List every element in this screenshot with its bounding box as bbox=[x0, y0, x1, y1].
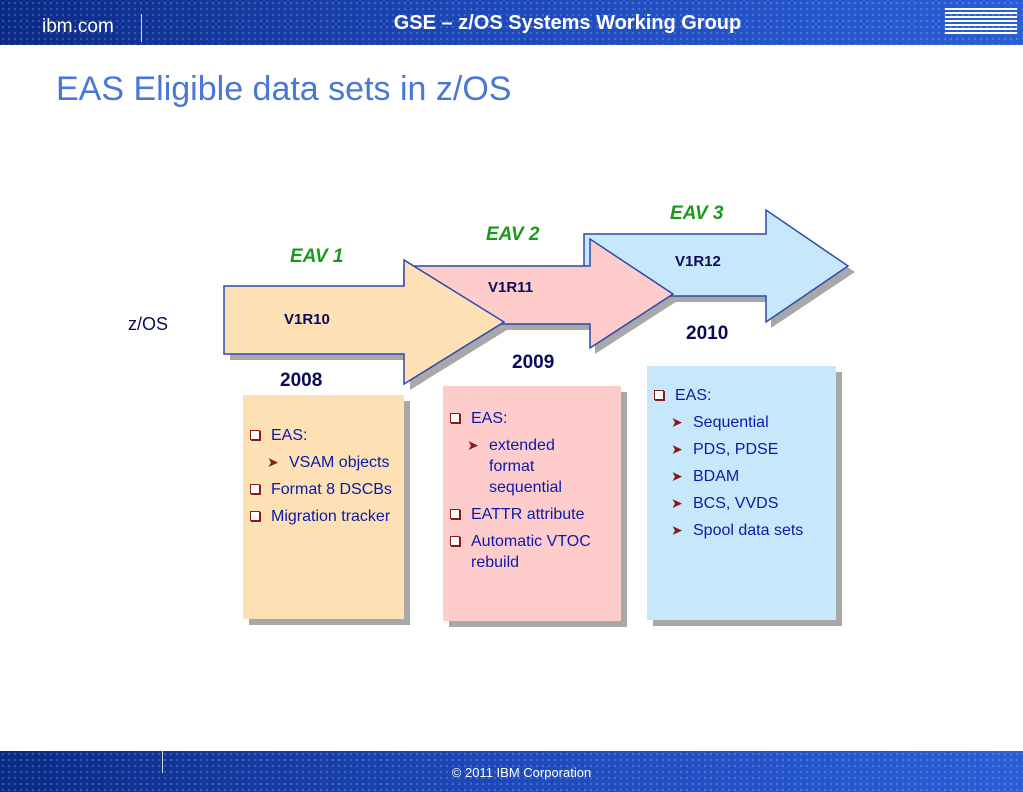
square-bullet-icon bbox=[250, 484, 260, 494]
list-item: Automatic VTOC rebuild bbox=[443, 531, 621, 573]
year-2010: 2010 bbox=[686, 323, 729, 344]
row-label-zos: z/OS bbox=[128, 314, 169, 334]
arrow-bullet-icon: ➤ bbox=[267, 454, 279, 470]
features-box-2010: EAS: ➤ Sequential ➤ PDS, PDSE ➤ BDAM ➤ B… bbox=[647, 366, 836, 620]
release-v1r10: V1R10 bbox=[284, 311, 330, 328]
release-v1r12: V1R12 bbox=[675, 253, 721, 270]
list-item: Migration tracker bbox=[243, 506, 404, 527]
list-subitem-text: Spool data sets bbox=[693, 522, 804, 539]
list-subitem-text: Sequential bbox=[693, 414, 769, 431]
list-item: EAS: bbox=[443, 408, 621, 429]
list-item: EATTR attribute bbox=[443, 504, 621, 525]
arrow-eav1 bbox=[223, 258, 506, 386]
features-list-2010: EAS: ➤ Sequential ➤ PDS, PDSE ➤ BDAM ➤ B… bbox=[647, 366, 836, 541]
footer-texture bbox=[0, 751, 1023, 792]
list-subitem: ➤ Spool data sets bbox=[647, 520, 836, 541]
arrow-bullet-icon: ➤ bbox=[671, 441, 683, 457]
ibm-logo: IBM bbox=[945, 8, 1017, 34]
list-item: Format 8 DSCBs bbox=[243, 479, 404, 500]
square-bullet-icon bbox=[250, 511, 260, 521]
list-item: EAS: bbox=[647, 385, 836, 406]
list-subitem: ➤ PDS, PDSE bbox=[647, 439, 836, 460]
eav3-label: EAV 3 bbox=[670, 203, 724, 224]
header-title: GSE – z/OS Systems Working Group bbox=[393, 12, 742, 34]
list-item-text: Format 8 DSCBs bbox=[271, 481, 392, 498]
eav1-label: EAV 1 bbox=[290, 246, 344, 267]
list-subitem-text: BDAM bbox=[693, 468, 740, 485]
list-subitem-text: extended format sequential bbox=[489, 437, 562, 496]
square-bullet-icon bbox=[450, 509, 460, 519]
arrow-bullet-icon: ➤ bbox=[671, 522, 683, 538]
list-item-text: Automatic VTOC rebuild bbox=[471, 533, 591, 571]
list-item-text: EAS: bbox=[271, 427, 308, 444]
list-subitem-text: BCS, VVDS bbox=[693, 495, 779, 512]
copyright-text: © 2011 IBM Corporation bbox=[451, 765, 592, 780]
list-subitem: ➤ VSAM objects bbox=[243, 452, 404, 473]
features-list-2009: EAS: ➤ extended format sequential EATTR … bbox=[443, 386, 621, 573]
eav2-label: EAV 2 bbox=[486, 224, 540, 245]
arrow-bullet-icon: ➤ bbox=[671, 414, 683, 430]
list-subitem: ➤ BDAM bbox=[647, 466, 836, 487]
square-bullet-icon bbox=[450, 413, 460, 423]
square-bullet-icon bbox=[450, 536, 460, 546]
square-bullet-icon bbox=[250, 430, 260, 440]
features-list-2008: EAS: ➤ VSAM objects Format 8 DSCBs Migra… bbox=[243, 395, 404, 527]
header-bar: ibm.com GSE – z/OS Systems Working Group… bbox=[0, 0, 1023, 45]
list-item: EAS: bbox=[243, 425, 404, 446]
list-item-text: EAS: bbox=[471, 410, 508, 427]
footer-bar: © 2011 IBM Corporation bbox=[0, 751, 1023, 792]
features-box-2009: EAS: ➤ extended format sequential EATTR … bbox=[443, 386, 621, 621]
header-texture bbox=[0, 0, 1023, 45]
footer-divider bbox=[162, 751, 163, 773]
release-v1r11: V1R11 bbox=[488, 279, 534, 296]
site-link[interactable]: ibm.com bbox=[42, 16, 114, 37]
list-item-text: Migration tracker bbox=[271, 508, 391, 525]
arrow-bullet-icon: ➤ bbox=[671, 495, 683, 511]
features-box-2008: EAS: ➤ VSAM objects Format 8 DSCBs Migra… bbox=[243, 395, 404, 619]
slide-title: EAS Eligible data sets in z/OS bbox=[56, 70, 512, 108]
list-subitem-text: PDS, PDSE bbox=[693, 441, 779, 458]
ibm-logo-stripes bbox=[945, 8, 1017, 34]
arrow-bullet-icon: ➤ bbox=[671, 468, 683, 484]
year-2008: 2008 bbox=[280, 370, 323, 391]
list-item-text: EAS: bbox=[675, 387, 712, 404]
header-divider bbox=[141, 14, 142, 42]
list-subitem: ➤ extended format sequential bbox=[443, 435, 621, 498]
list-subitem: ➤ BCS, VVDS bbox=[647, 493, 836, 514]
list-subitem-text: VSAM objects bbox=[289, 454, 390, 471]
square-bullet-icon bbox=[654, 390, 664, 400]
list-item-text: EATTR attribute bbox=[471, 506, 585, 523]
arrow-bullet-icon: ➤ bbox=[467, 437, 479, 453]
list-subitem: ➤ Sequential bbox=[647, 412, 836, 433]
year-2009: 2009 bbox=[512, 352, 555, 373]
